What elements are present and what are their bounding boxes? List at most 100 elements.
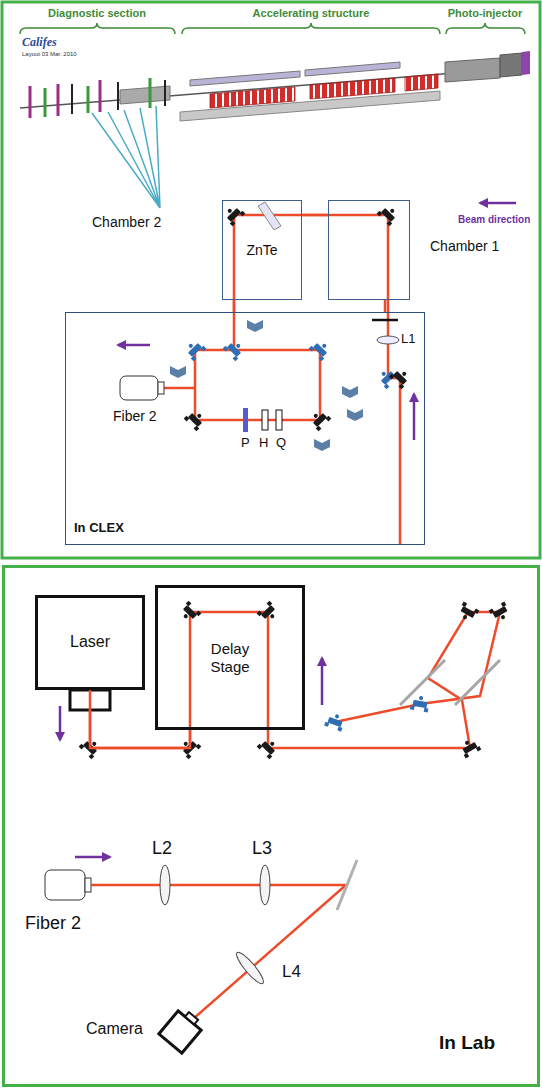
waveplate — [276, 410, 282, 430]
logo-note: Layout 03 Mar. 2010 — [22, 51, 77, 58]
mirror — [458, 737, 481, 759]
optical-table: In CLEX — [65, 312, 425, 545]
label-anchor: Photo-injector — [448, 7, 523, 20]
direction-arrow — [75, 856, 110, 859]
fiber-coupler — [45, 870, 85, 900]
laser-beam — [91, 885, 346, 1026]
laser-beam-connector — [90, 690, 190, 748]
leader-line — [92, 106, 160, 208]
diagnostic-stand — [72, 80, 165, 114]
beam-dump — [347, 409, 363, 421]
node-text: Laser — [70, 633, 110, 651]
laser-beam — [162, 350, 320, 420]
label-anchor: L2 — [152, 838, 172, 859]
solenoid-coils — [405, 74, 438, 91]
section-brace — [182, 23, 440, 34]
camera-body — [159, 1011, 201, 1053]
injector-block — [445, 58, 500, 82]
node-text: In Lab — [439, 1032, 495, 1054]
section-title: Diagnostic section — [48, 7, 146, 20]
mirror — [183, 338, 206, 361]
lens — [260, 865, 270, 905]
laser-beam-connector — [233, 300, 236, 312]
label-anchor: Accelerating structure — [253, 7, 370, 20]
logo-text: Califes — [22, 36, 57, 50]
label-anchor: Camera — [86, 1020, 143, 1038]
fiber-coupler — [85, 878, 91, 892]
direction-arrow — [413, 394, 416, 440]
fiber-coupler — [120, 376, 158, 400]
fiber-label: Fiber 2 — [25, 913, 81, 934]
beam-dump — [314, 439, 330, 451]
beam-direction-label: Beam direction — [458, 214, 530, 226]
camera-lens — [185, 1012, 198, 1024]
lens — [233, 949, 266, 986]
beam-dump — [170, 366, 186, 378]
solenoid-coils — [210, 87, 295, 108]
laser-beam-connector — [302, 214, 328, 217]
beam-splitter — [455, 660, 500, 705]
label-anchor: Califes — [22, 36, 57, 50]
label-anchor: Fiber 2 — [25, 913, 81, 934]
chamber-label: Chamber 2 — [92, 214, 161, 230]
optic-label: Q — [276, 436, 286, 451]
label-anchor: L3 — [252, 838, 272, 859]
mirror — [308, 408, 331, 431]
mirror — [222, 203, 245, 226]
laser-beam — [335, 612, 500, 748]
direction-arrow — [59, 706, 62, 740]
camera — [159, 1006, 205, 1053]
mirror — [309, 338, 332, 361]
label-anchor: Beam direction — [458, 214, 530, 226]
rf-tube — [305, 62, 400, 76]
node-text: Delay Stage — [200, 640, 260, 675]
label-anchor: H — [259, 436, 268, 451]
mirror — [178, 601, 201, 624]
optic-label: H — [259, 436, 268, 451]
solenoid-coils — [310, 78, 395, 99]
mirror — [410, 695, 430, 713]
lab-panel: In Lab Laser Delay Stage — [2, 565, 540, 1087]
beam-direction-arrow — [480, 202, 516, 205]
mirror — [324, 711, 346, 731]
label-anchor: L4 — [282, 962, 301, 982]
injector-cap — [522, 51, 530, 75]
camera-label: Camera — [86, 1020, 143, 1038]
mirror — [456, 601, 479, 623]
mirror — [337, 860, 357, 910]
znte-crystal — [258, 202, 281, 230]
mirror — [389, 366, 412, 389]
fiber-coupler — [158, 382, 164, 394]
polarizer — [243, 408, 248, 432]
label-anchor: Diagnostic section — [48, 7, 146, 20]
section-brace — [20, 23, 175, 34]
lens — [377, 336, 399, 344]
mirror — [377, 203, 400, 226]
injector-block — [500, 53, 522, 77]
label-anchor: P — [241, 436, 250, 451]
mirror — [184, 408, 207, 431]
lens-label: L1 — [401, 332, 415, 347]
node-text: Chamber 1 — [430, 238, 499, 254]
beam-dump — [342, 386, 358, 398]
lens — [160, 865, 170, 905]
delay-stage-box: Delay Stage — [155, 585, 305, 730]
node-text: In CLEX — [74, 521, 124, 536]
section-title: Accelerating structure — [253, 7, 370, 20]
optic-label: P — [241, 436, 250, 451]
mirror — [257, 601, 280, 624]
lens-label: L4 — [282, 962, 301, 982]
mirror — [489, 601, 512, 623]
rf-tube — [190, 71, 300, 86]
panel-frame — [2, 2, 540, 558]
lens-label: L2 — [152, 838, 172, 859]
fiber-label: Fiber 2 — [113, 408, 157, 424]
label-anchor: Layout 03 Mar. 2010 — [22, 51, 77, 58]
lens-label: L3 — [252, 838, 272, 859]
label-anchor: Chamber 2 — [92, 214, 161, 230]
